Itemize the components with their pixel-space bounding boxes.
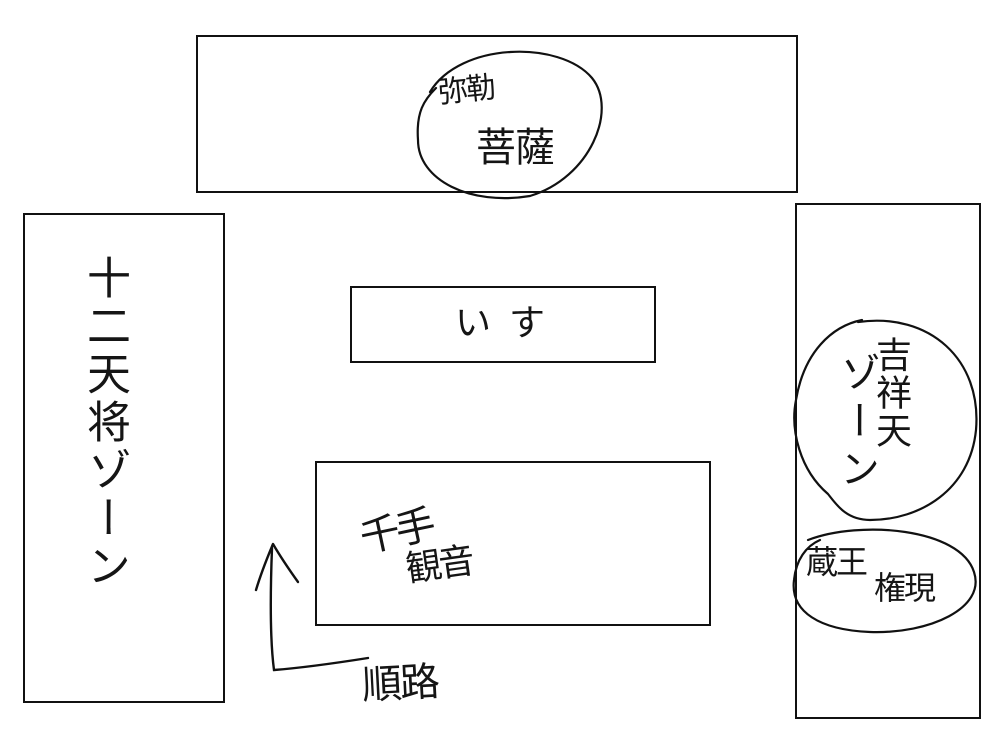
twelve-heavenly-generals-zone <box>23 213 225 703</box>
kichijoten-zone-label: ゾーン <box>833 352 879 496</box>
arrow-up-icon <box>254 542 300 592</box>
right-zone <box>795 203 981 719</box>
miroku-label-line2: 菩薩 <box>476 125 555 171</box>
zao-label-line1: 蔵王 <box>806 543 868 581</box>
senju-label-line2: 観音 <box>403 540 475 591</box>
chair-box <box>350 286 656 363</box>
twelve-generals-label: 十二天将ゾーン <box>79 255 130 591</box>
zao-label-line2: 権現 <box>874 569 936 607</box>
chair-label: いす <box>455 303 564 344</box>
senju-kannon-zone <box>315 461 711 626</box>
route-label: 順路 <box>360 659 440 709</box>
miroku-label-line1: 弥勒 <box>436 70 496 111</box>
